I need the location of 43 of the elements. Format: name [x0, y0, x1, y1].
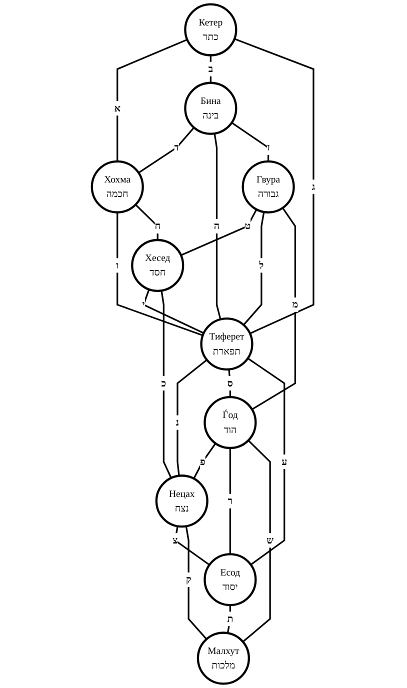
edge-label: כ	[161, 378, 166, 388]
edge-label: י	[142, 299, 145, 310]
edge-label: נ	[176, 416, 180, 428]
connector	[142, 289, 204, 334]
edge-label: ת	[227, 613, 234, 624]
edge-label: ז	[266, 142, 270, 153]
connector	[242, 440, 271, 642]
connector	[234, 38, 314, 334]
connector	[176, 359, 208, 476]
edge-label: ס	[227, 378, 233, 388]
edge-label: ל	[259, 260, 264, 271]
edge-label: צ	[172, 534, 178, 546]
connector	[210, 55, 212, 83]
connector	[243, 212, 265, 326]
connector	[193, 442, 216, 479]
connector	[252, 207, 296, 410]
edge-label: ה	[214, 220, 220, 232]
edge-label: מ	[292, 299, 298, 310]
connector	[247, 358, 286, 566]
edge-label: ט	[244, 220, 251, 232]
connector	[226, 605, 231, 634]
connector	[185, 526, 208, 640]
connector	[180, 209, 258, 256]
edge-label: ק	[186, 574, 192, 585]
connector	[160, 290, 172, 478]
edge-label: ש	[266, 534, 274, 546]
connector	[138, 127, 195, 174]
edge-label: ב	[208, 63, 214, 74]
connector	[116, 38, 188, 162]
connector	[174, 526, 210, 566]
edge-label: א	[114, 102, 120, 114]
connector	[229, 448, 231, 554]
edge-label: ג	[312, 181, 316, 192]
connector	[135, 204, 158, 240]
connector	[231, 122, 270, 162]
edge-label: ח	[154, 220, 161, 232]
connector	[116, 212, 204, 336]
edge-label: ע	[282, 456, 288, 467]
edge-label: פ	[200, 456, 206, 467]
edge-label: ד	[174, 142, 179, 153]
edge-label: ו	[116, 260, 119, 271]
connector	[214, 133, 222, 320]
edge-label: ר	[228, 495, 233, 506]
